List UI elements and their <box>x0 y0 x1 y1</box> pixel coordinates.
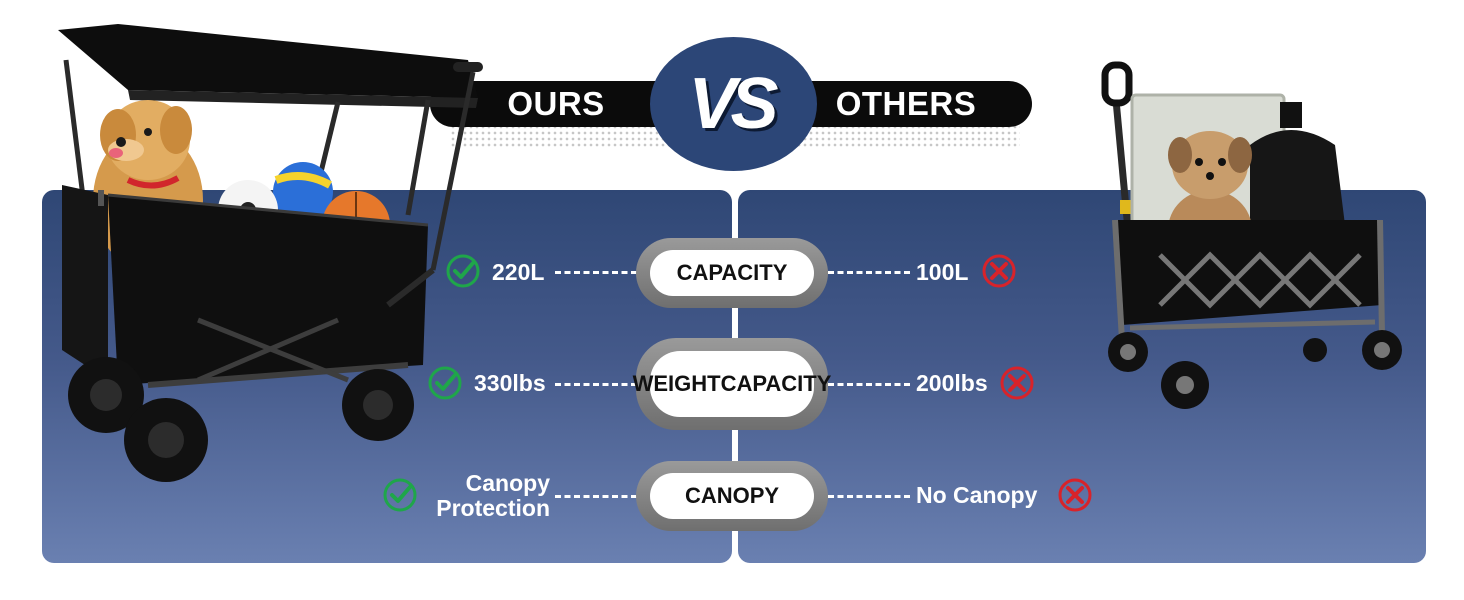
ours-capacity-value: 220L <box>492 259 545 285</box>
dash-line <box>555 271 637 274</box>
dash-line <box>555 495 637 498</box>
others-canopy-value: No Canopy <box>916 482 1038 508</box>
green-check-icon <box>446 254 480 288</box>
others-weight-value: 200lbs <box>916 370 988 396</box>
halftone-pattern-left <box>450 124 680 148</box>
ours-wagon-image <box>48 20 488 490</box>
feature-pill-capacity: CAPACITY <box>636 238 828 308</box>
feature-label: CAPACITY <box>650 250 814 296</box>
halftone-pattern-right <box>790 124 1020 148</box>
feature-label-line: CAPACITY <box>720 371 832 396</box>
others-capacity-value: 100L <box>916 259 969 285</box>
ours-label: OURS <box>507 85 605 122</box>
red-x-icon <box>1000 366 1034 400</box>
green-check-icon <box>383 478 417 512</box>
red-x-icon <box>1058 478 1092 512</box>
feature-pill-canopy: CANOPY <box>636 461 828 531</box>
dash-line <box>828 271 910 274</box>
others-wagon-image <box>1100 60 1410 420</box>
dash-line <box>828 495 910 498</box>
feature-label: CANOPY <box>650 473 814 519</box>
feature-label: WEIGHT CAPACITY <box>633 351 831 417</box>
ours-canopy-line: Canopy <box>465 470 550 496</box>
vs-badge: VS <box>650 37 817 171</box>
red-x-icon <box>982 254 1016 288</box>
feature-label-line: WEIGHT <box>632 371 721 396</box>
ours-canopy-value: Canopy Protection <box>422 471 550 521</box>
vs-label: VS <box>688 64 778 144</box>
feature-pill-weight-capacity: WEIGHT CAPACITY <box>633 338 831 430</box>
others-label: OTHERS <box>835 85 977 122</box>
dash-line <box>555 383 637 386</box>
green-check-icon <box>428 366 462 400</box>
ours-canopy-line: Protection <box>436 495 550 521</box>
ours-weight-value: 330lbs <box>474 370 546 396</box>
dash-line <box>828 383 910 386</box>
